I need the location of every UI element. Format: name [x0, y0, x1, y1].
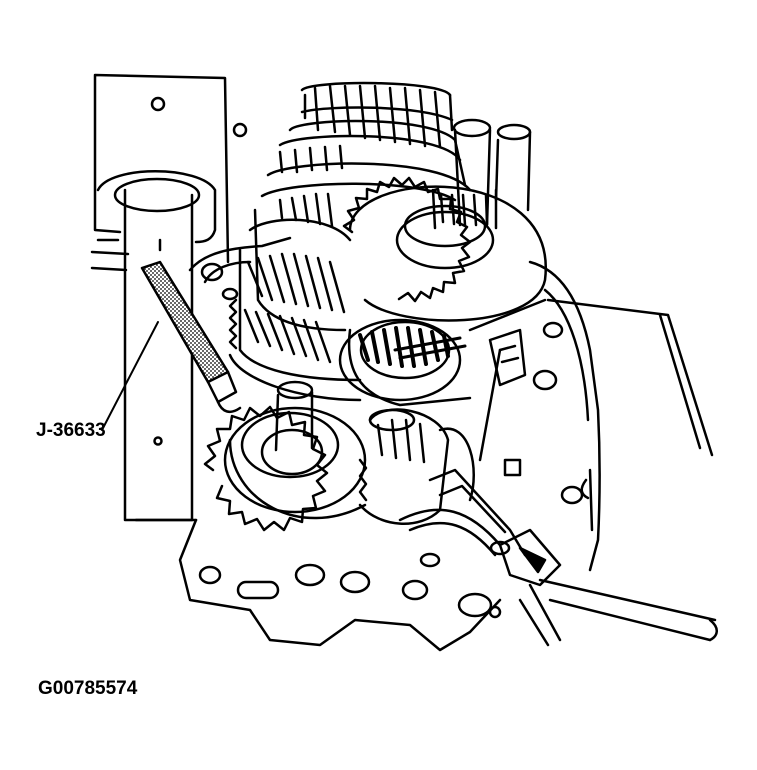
transmission-case — [178, 236, 714, 652]
tool-callout-label: J-36633 — [36, 420, 106, 441]
holding-fixture — [96, 170, 217, 522]
tool-leader-line — [101, 321, 159, 431]
mainshaft-gear-stack — [253, 81, 472, 332]
countershaft-upper-gear — [342, 118, 547, 322]
helical-gear-large — [228, 218, 362, 402]
lower-spur-gear — [203, 380, 367, 532]
pry-bar — [518, 578, 718, 647]
j-36633-tool — [140, 260, 242, 414]
upper-housing-plate — [90, 73, 248, 272]
roller-bearing — [338, 318, 472, 407]
shift-fork — [398, 328, 562, 587]
reverse-idler-gear — [358, 408, 475, 525]
figure-id-label: G00785574 — [38, 678, 138, 699]
